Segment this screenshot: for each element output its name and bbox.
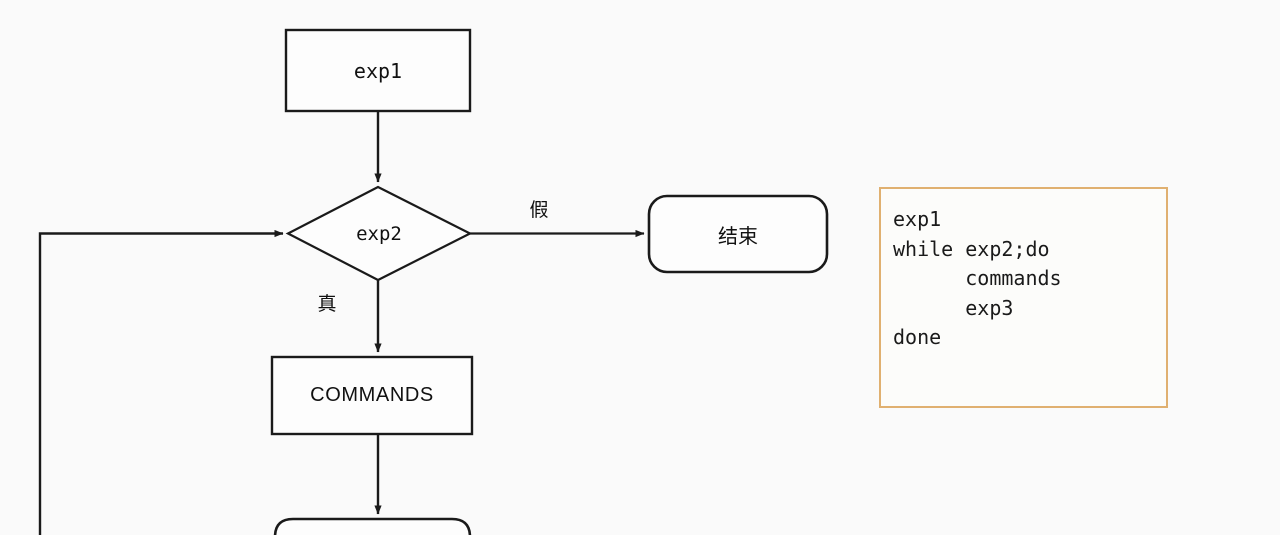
edge-loopback-to-exp2 [38, 229, 284, 535]
node-increment-shape [273, 517, 472, 535]
code-snippet-panel: exp1 while exp2;do commands exp3 done [879, 187, 1168, 408]
node-exp2-shape [285, 185, 473, 282]
node-end-shape [647, 194, 829, 274]
code-snippet-text: exp1 while exp2;do commands exp3 done [893, 207, 1062, 350]
node-commands-shape [270, 355, 474, 436]
node-exp1-shape [284, 28, 472, 113]
